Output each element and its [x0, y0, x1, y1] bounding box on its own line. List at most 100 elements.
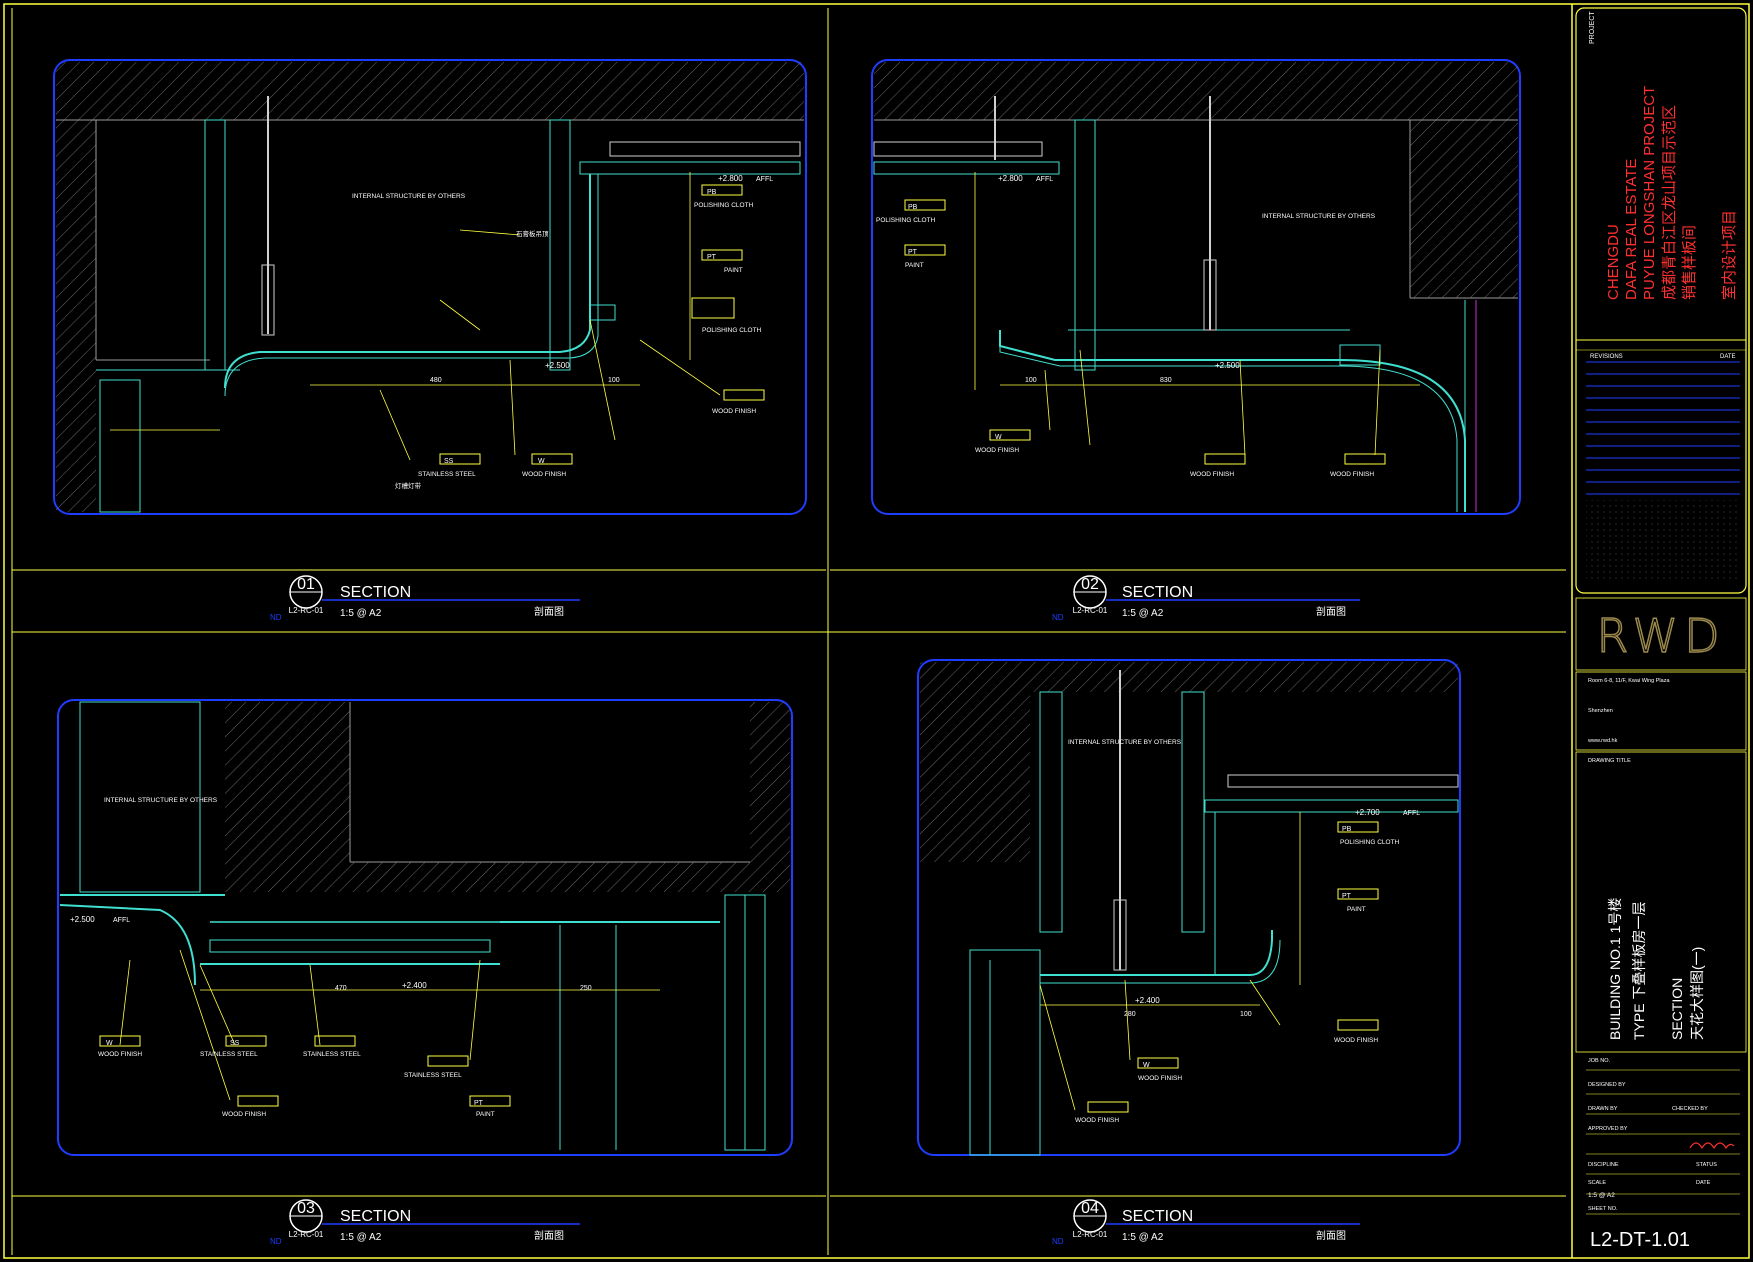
p4-dim-280: 280 — [1124, 1011, 1136, 1018]
panel-02-ref: L2-RC-01 — [1073, 606, 1108, 615]
p4-label-wood-3: WOOD FINISH — [1334, 1037, 1378, 1044]
p4-dim-100: 100 — [1240, 1011, 1252, 1018]
approved-by-label: APPROVED BY — [1588, 1126, 1628, 1132]
p2-dim-100: 100 — [1025, 377, 1037, 384]
p1-tag-pt: PT — [707, 254, 717, 261]
p4-tag-pb: PB — [1342, 826, 1352, 833]
status-label: STATUS — [1696, 1162, 1717, 1168]
client-name-en: CHENGDU — [1605, 224, 1622, 300]
website: www.rwd.hk — [1587, 738, 1618, 744]
p3-label-paint: PAINT — [476, 1111, 495, 1118]
designed-by-label: DESIGNED BY — [1588, 1082, 1626, 1088]
p1-label-paint: PAINT — [724, 267, 743, 274]
panel-03-title-text: SECTION — [340, 1208, 411, 1225]
panel-02-detail: +2.800 AFFL PB POLISHING CLOTH PT PAINT … — [871, 59, 1521, 515]
p3-label-wood: WOOD FINISH — [98, 1051, 142, 1058]
p4-tag-w: W — [1143, 1062, 1150, 1069]
sheet-frame — [3, 3, 1750, 1259]
p3-dim-470: 470 — [335, 985, 347, 992]
panel-01-title-text: SECTION — [340, 584, 411, 601]
panel-04-nd: ND — [1052, 1237, 1064, 1246]
p1-level-2800: +2.800 — [718, 174, 743, 183]
p4-label-polishing: POLISHING CLOTH — [1340, 839, 1400, 846]
panel-02-number: 02 — [1081, 576, 1099, 593]
p2-affl: AFFL — [1036, 176, 1053, 183]
p4-note-structure: INTERNAL STRUCTURE BY OTHERS — [1068, 739, 1182, 746]
p4-affl: AFFL — [1403, 810, 1420, 817]
project-name-cn-3: 室内设计项目 — [1721, 210, 1738, 300]
panel-04-title-text: SECTION — [1122, 1208, 1193, 1225]
project-name-cn-2: 销售样板间 — [1680, 225, 1698, 300]
project-name-en: PUYUE LONGSHAN PROJECT — [1641, 86, 1658, 300]
p2-tag-pb: PB — [908, 204, 918, 211]
p4-label-wood-2: WOOD FINISH — [1075, 1117, 1119, 1124]
panel-03-ref: L2-RC-01 — [289, 1230, 324, 1239]
project-label: PROJECT — [1589, 11, 1596, 44]
p4-label-paint: PAINT — [1347, 906, 1366, 913]
p1-label-polishing: POLISHING CLOTH — [694, 202, 754, 209]
section-name: SECTION — [1669, 978, 1685, 1040]
p1-label-wood-2: WOOD FINISH — [712, 408, 756, 415]
panel-02-title: 02 L2-RC-01 SECTION 1:5 @ A2 剖面图 ND — [830, 569, 1566, 622]
panel-01-detail: INTERNAL STRUCTURE BY OTHERS 石膏板吊顶 +2.80… — [53, 59, 807, 515]
panel-01-scale: 1:5 @ A2 — [340, 608, 382, 619]
panel-03-nd: ND — [270, 1237, 282, 1246]
p3-level-2400: +2.400 — [402, 981, 427, 990]
p3-note-structure: INTERNAL STRUCTURE BY OTHERS — [104, 797, 218, 804]
panel-03-number: 03 — [297, 1200, 315, 1217]
panel-02-nd: ND — [1052, 613, 1064, 622]
revisions-date-label: DATE — [1720, 354, 1736, 360]
p3-tag-w: W — [106, 1040, 113, 1047]
p1-label-stainless: STAINLESS STEEL — [418, 471, 476, 478]
p4-tag-pt: PT — [1342, 893, 1352, 900]
p1-tag-w: W — [538, 458, 545, 465]
p3-affl: AFFL — [113, 917, 130, 924]
p1-note-structure: INTERNAL STRUCTURE BY OTHERS — [352, 193, 466, 200]
panel-04-scale: 1:5 @ A2 — [1122, 1232, 1164, 1243]
p3-label-stainless-3: STAINLESS STEEL — [404, 1072, 462, 1079]
checked-by-label: CHECKED BY — [1672, 1106, 1708, 1112]
drawn-by-label: DRAWN BY — [1588, 1106, 1618, 1112]
sheet-no-label: SHEET NO. — [1588, 1206, 1618, 1212]
discipline-label: DISCIPLINE — [1588, 1162, 1619, 1168]
p1-label-polishing-2: POLISHING CLOTH — [702, 327, 762, 334]
p2-label-wood-2: WOOD FINISH — [1190, 471, 1234, 478]
p2-level-2500: +2.500 — [1215, 361, 1240, 370]
signature — [1689, 1142, 1735, 1150]
panel-04-number: 04 — [1081, 1200, 1099, 1217]
p1-tag-pb: PB — [707, 189, 717, 196]
p2-note-structure: INTERNAL STRUCTURE BY OTHERS — [1262, 213, 1376, 220]
panel-02-title-text: SECTION — [1122, 584, 1193, 601]
p3-tag-pt: PT — [474, 1100, 484, 1107]
rwd-logo: RWD — [1596, 609, 1725, 663]
panel-04-detail: INTERNAL STRUCTURE BY OTHERS +2.700 AFFL… — [917, 659, 1461, 1156]
panel-01-number: 01 — [297, 576, 315, 593]
title-block-fields: JOB NO. DESIGNED BY DRAWN BY CHECKED BY … — [1586, 1058, 1740, 1251]
building-name: BUILDING NO.1 1号楼 — [1607, 898, 1623, 1040]
p1-tag-ss: SS — [444, 458, 454, 465]
p1-dim-480: 480 — [430, 377, 442, 384]
p3-label-wood-2: WOOD FINISH — [222, 1111, 266, 1118]
panel-01-title: 01 L2-RC-01 SECTION 1:5 @ A2 剖面图 ND — [12, 569, 826, 622]
panel-02-cn: 剖面图 — [1316, 605, 1346, 618]
p2-label-polishing: POLISHING CLOTH — [876, 217, 936, 224]
panel-01-ref: L2-RC-01 — [289, 606, 324, 615]
project-name-cn: 成都青白江区龙山项目示范区 — [1661, 105, 1678, 300]
drawing-title-label: DRAWING TITLE — [1588, 758, 1631, 764]
p1-affl-1: AFFL — [756, 176, 773, 183]
p3-label-stainless-2: STAINLESS STEEL — [303, 1051, 361, 1058]
p3-dim-250: 250 — [580, 985, 592, 992]
panel-01-cn: 剖面图 — [534, 605, 564, 618]
section-name-cn: 天花大样图(一) — [1689, 947, 1705, 1040]
scale-label: SCALE — [1588, 1180, 1606, 1186]
sheet-number: L2-DT-1.01 — [1590, 1229, 1690, 1251]
p2-level-2800: +2.800 — [998, 174, 1023, 183]
p2-label-paint: PAINT — [905, 262, 924, 269]
p4-level-2700: +2.700 — [1355, 808, 1380, 817]
panel-03-scale: 1:5 @ A2 — [340, 1232, 382, 1243]
p1-label-light-slot: 灯槽灯带 — [395, 481, 422, 490]
p2-label-wood-3: WOOD FINISH — [1330, 471, 1374, 478]
scale-value: 1:5 @ A2 — [1588, 1192, 1615, 1199]
p4-label-wood: WOOD FINISH — [1138, 1075, 1182, 1082]
